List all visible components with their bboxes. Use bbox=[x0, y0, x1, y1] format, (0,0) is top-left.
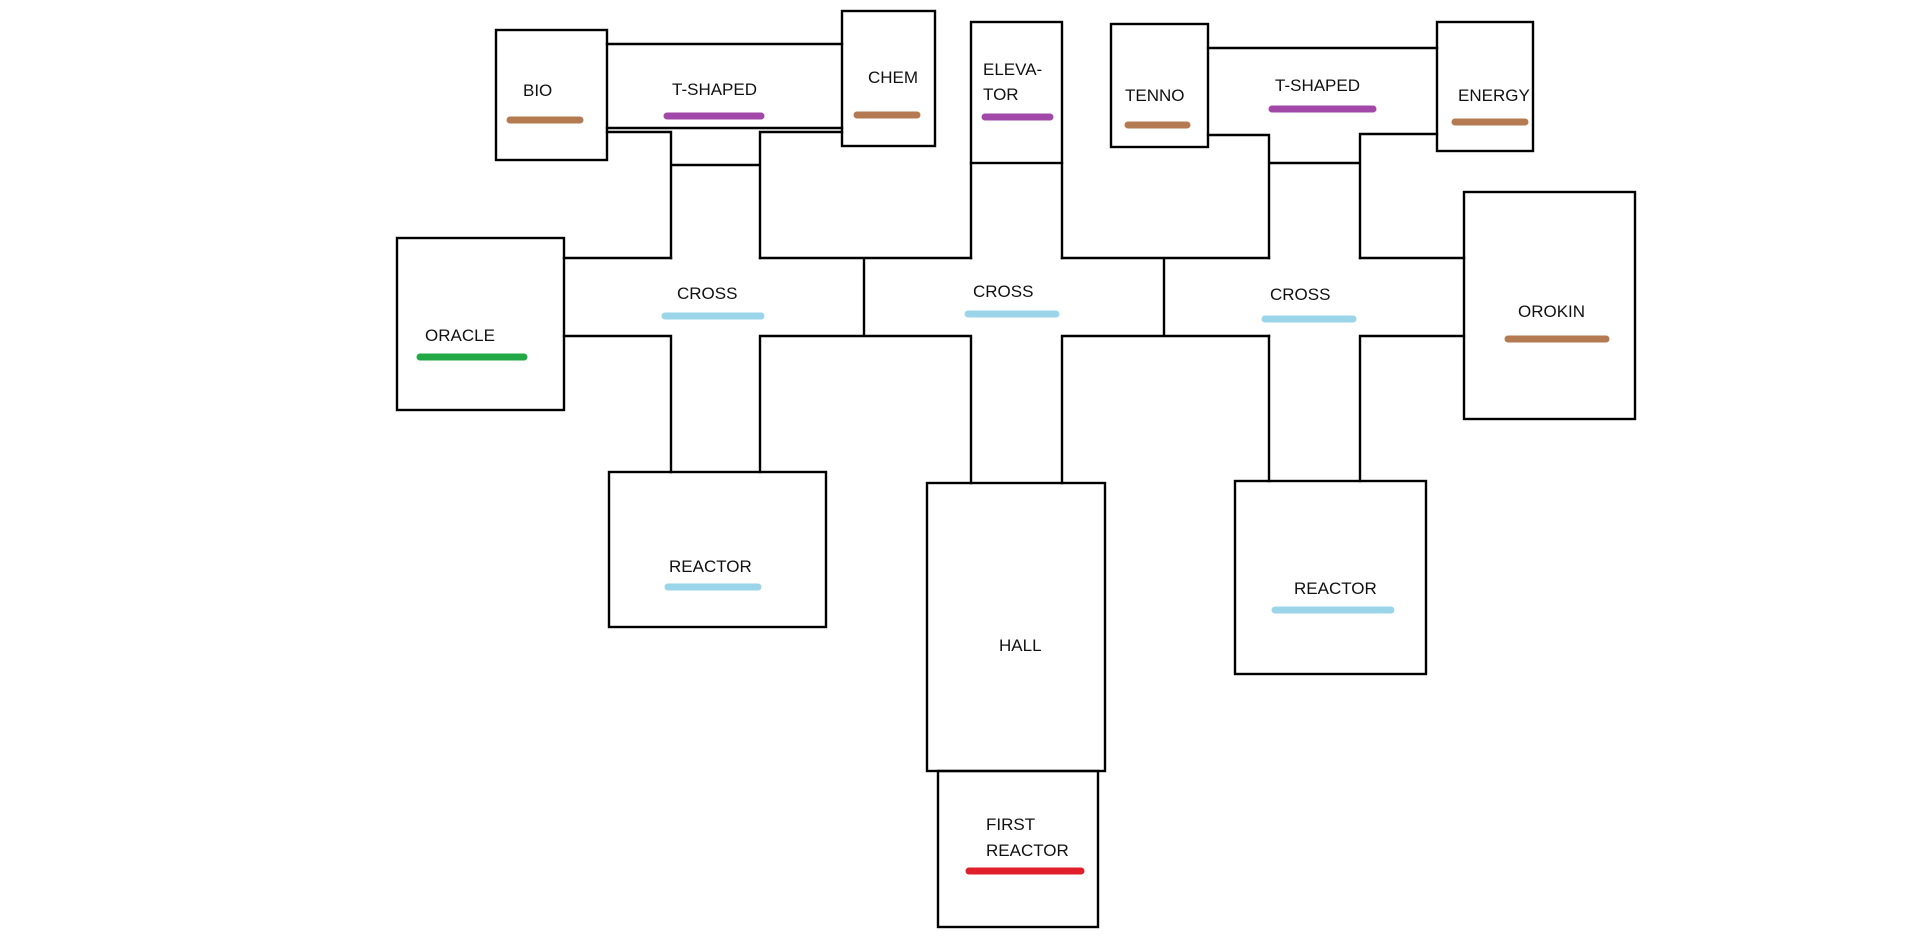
hall-room-box bbox=[925, 481, 1107, 773]
cross-right-walls bbox=[1267, 256, 1466, 483]
chem-room-box bbox=[840, 9, 937, 148]
elevator-label-line-1: ELEVA- bbox=[983, 60, 1042, 79]
orokin-label: OROKIN bbox=[1518, 302, 1585, 321]
elevator-label-line-2: TOR bbox=[983, 85, 1019, 104]
tenno-label: TENNO bbox=[1125, 86, 1185, 105]
cross-center-label: CROSS bbox=[973, 282, 1033, 301]
hall-label: HALL bbox=[999, 636, 1042, 655]
cross-left-label: CROSS bbox=[677, 284, 737, 303]
t-shaped-left-walls bbox=[605, 42, 844, 260]
oracle-label: ORACLE bbox=[425, 326, 495, 345]
t-shaped-right-label: T-SHAPED bbox=[1275, 76, 1360, 95]
room-boxes bbox=[395, 9, 1637, 929]
chem-label: CHEM bbox=[868, 68, 918, 87]
energy-room-box bbox=[1435, 20, 1535, 153]
first-reactor-label-line-1: FIRST bbox=[986, 815, 1035, 834]
bio-label: BIO bbox=[523, 81, 552, 100]
reactor-left-room-box bbox=[607, 470, 828, 629]
elevator-corridor-walls bbox=[969, 161, 1064, 260]
elevator-room-box bbox=[969, 20, 1064, 165]
t-shaped-right-walls bbox=[1206, 46, 1439, 260]
bio-room-box bbox=[494, 28, 609, 162]
cross-left-walls bbox=[562, 256, 973, 485]
orokin-room-box bbox=[1462, 190, 1637, 421]
cross-right-label: CROSS bbox=[1270, 285, 1330, 304]
room-labels: BIO T-SHAPED CHEM ELEVA- TOR TENNO T-SHA… bbox=[425, 60, 1585, 860]
color-markers bbox=[416, 105, 1610, 875]
oracle-room-box bbox=[395, 236, 566, 412]
energy-label: ENERGY bbox=[1458, 86, 1530, 105]
tenno-room-box bbox=[1109, 22, 1210, 149]
reactor-left-label: REACTOR bbox=[669, 557, 752, 576]
reactor-right-label: REACTOR bbox=[1294, 579, 1377, 598]
first-reactor-label-line-2: REACTOR bbox=[986, 841, 1069, 860]
first-reactor-room-box bbox=[936, 769, 1100, 929]
reactor-right-room-box bbox=[1233, 479, 1428, 676]
cross-center-walls bbox=[1060, 256, 1271, 485]
corridor-walls bbox=[562, 42, 1466, 485]
t-shaped-left-label: T-SHAPED bbox=[672, 80, 757, 99]
